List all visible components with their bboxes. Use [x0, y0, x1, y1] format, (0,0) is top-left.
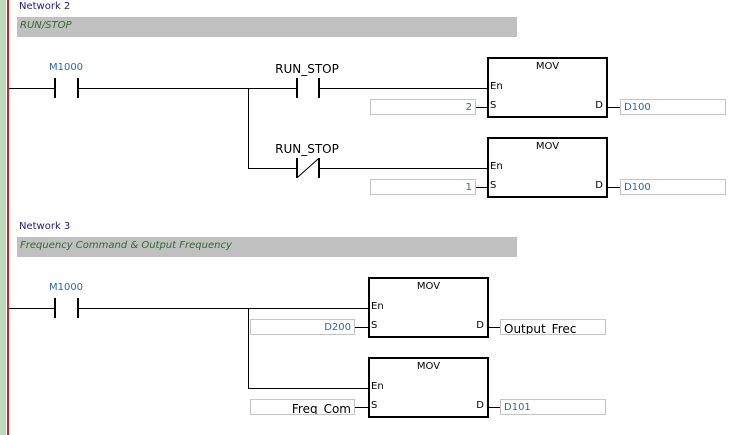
left-power-rail: [7, 0, 9, 435]
dest-operand[interactable]: D100: [620, 179, 726, 195]
pin-wire: [476, 187, 487, 188]
pin-s-label: S: [371, 320, 378, 331]
contact-right-bar: [77, 78, 79, 98]
network-comment: Frequency Command & Output Frequency: [20, 240, 232, 251]
rung-wire: [320, 88, 487, 89]
branch-wire: [248, 308, 249, 389]
mov-block[interactable]: MOV En S D: [487, 137, 608, 198]
mov-block[interactable]: MOV En S D: [368, 357, 489, 418]
contact-name-label: RUN_STOP: [275, 142, 339, 156]
left-power-rail-shadow: [9, 0, 10, 435]
contact-left-bar: [54, 298, 56, 318]
pin-en-label: En: [490, 161, 503, 172]
pin-wire: [355, 407, 368, 408]
pin-s-label: S: [371, 400, 378, 411]
contact-left-bar: [296, 158, 298, 178]
dest-operand[interactable]: D101: [500, 399, 606, 415]
contact-right-bar: [77, 298, 79, 318]
source-operand[interactable]: D200: [250, 319, 355, 335]
rung-wire: [248, 168, 296, 169]
pin-en-label: En: [371, 381, 384, 392]
pin-s-label: S: [490, 180, 497, 191]
contact-right-bar: [318, 158, 320, 178]
mov-block[interactable]: MOV En S D: [368, 277, 489, 338]
block-instruction: MOV: [416, 361, 441, 372]
dest-operand[interactable]: D100: [620, 99, 726, 115]
network-title[interactable]: Network 2: [19, 1, 71, 12]
network-comment: RUN/STOP: [20, 20, 72, 31]
rung-wire: [248, 388, 368, 389]
pin-wire: [608, 107, 620, 108]
contact-name-label: RUN_STOP: [275, 62, 339, 76]
rung-wire: [320, 168, 487, 169]
pin-wire: [489, 327, 500, 328]
contact-left-bar: [54, 78, 56, 98]
contact-device-label: M1000: [48, 282, 84, 293]
branch-wire: [248, 88, 249, 169]
pin-wire: [608, 187, 620, 188]
rung-wire: [9, 88, 54, 89]
source-operand[interactable]: Freq_Com: [250, 399, 355, 415]
pin-d-label: D: [476, 320, 484, 331]
source-operand[interactable]: 2: [370, 99, 476, 115]
contact-left-bar: [296, 78, 298, 98]
block-instruction: MOV: [535, 61, 560, 72]
contact-device-label: M1000: [48, 62, 84, 73]
rung-wire: [79, 308, 368, 309]
pin-en-label: En: [371, 301, 384, 312]
block-instruction: MOV: [535, 141, 560, 152]
pin-d-label: D: [595, 100, 603, 111]
network-comment-bar[interactable]: Frequency Command & Output Frequency: [17, 237, 517, 257]
network-comment-bar[interactable]: RUN/STOP: [17, 17, 517, 37]
pin-en-label: En: [490, 81, 503, 92]
pin-wire: [355, 327, 368, 328]
pin-wire: [489, 407, 500, 408]
mov-block[interactable]: MOV En S D: [487, 57, 608, 118]
pin-s-label: S: [490, 100, 497, 111]
contact-right-bar: [318, 78, 320, 98]
network-title[interactable]: Network 3: [19, 221, 71, 232]
dest-operand[interactable]: Output_Frec: [500, 319, 606, 335]
rung-wire: [79, 88, 296, 89]
left-margin-strip: [0, 0, 6, 435]
source-operand[interactable]: 1: [370, 179, 476, 195]
pin-wire: [476, 107, 487, 108]
block-instruction: MOV: [416, 281, 441, 292]
rung-wire: [9, 308, 54, 309]
normally-closed-slash: [297, 158, 319, 178]
pin-d-label: D: [476, 400, 484, 411]
pin-d-label: D: [595, 180, 603, 191]
